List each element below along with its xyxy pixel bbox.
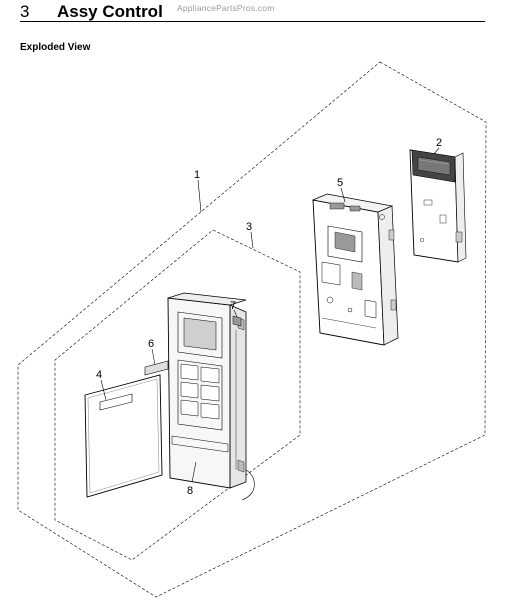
callout-8: 8 xyxy=(187,485,193,497)
callout-2: 2 xyxy=(436,137,442,149)
leader-5 xyxy=(340,187,346,203)
callout-4: 4 xyxy=(96,369,102,381)
part-2-display-pcb xyxy=(409,149,467,263)
view-title: Exploded View xyxy=(20,42,91,53)
part-8-control-panel xyxy=(167,292,255,501)
callout-6: 6 xyxy=(148,338,154,350)
leader-2 xyxy=(433,147,440,155)
page-header: 3 Assy Control AppliancePartsPros.com xyxy=(0,0,505,24)
leader-lines xyxy=(100,147,440,483)
section-number: 3 xyxy=(20,2,30,21)
leader-8 xyxy=(191,461,197,483)
leader-6 xyxy=(151,348,156,366)
leader-7 xyxy=(233,309,238,318)
part-5-pcb-bracket xyxy=(311,193,399,346)
leader-4 xyxy=(100,379,107,401)
part-4-membrane-sheet xyxy=(84,374,163,498)
assembly-1-outline xyxy=(17,61,487,598)
callout-3: 3 xyxy=(246,221,252,233)
callout-1: 1 xyxy=(194,169,200,181)
assembly-3-outline xyxy=(54,229,301,561)
part-6-strip xyxy=(144,360,169,376)
callout-7: 7 xyxy=(230,300,236,312)
section-title: Assy Control xyxy=(57,2,163,21)
watermark: AppliancePartsPros.com xyxy=(177,3,275,13)
leader-3 xyxy=(250,231,254,249)
header-rule xyxy=(20,21,485,22)
callout-5: 5 xyxy=(337,177,343,189)
part-7-clip xyxy=(232,315,242,327)
leader-1 xyxy=(197,179,202,213)
